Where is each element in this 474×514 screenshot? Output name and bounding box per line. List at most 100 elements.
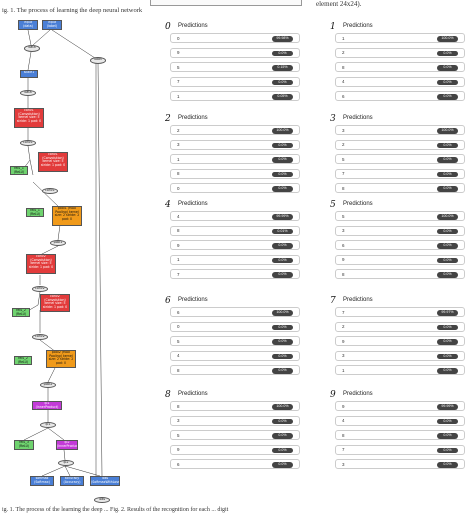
- prediction-label: 5: [342, 156, 345, 162]
- prediction-label: 2: [342, 324, 345, 329]
- prediction-label: 0: [177, 35, 180, 41]
- header-box: [150, 0, 302, 6]
- prediction-label: 0: [177, 324, 180, 329]
- prediction-label: 6: [342, 93, 345, 99]
- prediction-label: 9: [177, 447, 180, 452]
- prediction-label: 4: [342, 418, 345, 423]
- probability-badge: 0.0%: [437, 228, 458, 234]
- probability-badge: 100.0%: [437, 214, 458, 220]
- probability-badge: 0.0%: [437, 142, 458, 148]
- probability-badge: 0.0%: [437, 243, 458, 249]
- probability-badge: 0.0%: [437, 186, 458, 192]
- probability-badge: 0.0%: [272, 186, 293, 192]
- panel-title: Predictions: [178, 115, 208, 121]
- prediction-label: 8: [342, 432, 345, 438]
- input-data-node: Input (data): [18, 20, 38, 30]
- pool2-blob: pool2: [40, 382, 56, 388]
- prediction-label: 5: [177, 338, 180, 344]
- accuracy-node: accuracy (Accuracy): [60, 476, 84, 486]
- prediction-label: 2: [342, 50, 345, 55]
- probability-badge: 0.0%: [437, 353, 458, 359]
- prediction-row: 3 0.0%: [335, 225, 465, 236]
- prediction-label: 9: [342, 403, 345, 409]
- prediction-label: 5: [177, 432, 180, 438]
- probability-badge: 0.01%: [272, 228, 293, 234]
- prediction-label: 8: [177, 171, 180, 176]
- conv1b-node: conv1 (Convolution) kernel size: 5 strid…: [38, 152, 68, 172]
- probability-badge: 0.0%: [272, 418, 293, 424]
- prediction-label: 5: [342, 213, 345, 219]
- prediction-row: 2 100.0%: [170, 125, 300, 135]
- loss-node: loss (SoftmaxWithLoss): [90, 476, 120, 486]
- probability-badge: 100.0%: [272, 310, 293, 316]
- prediction-label: 3: [177, 142, 180, 147]
- prediction-label: 9: [177, 242, 180, 248]
- prediction-label: 3: [342, 228, 345, 233]
- probability-badge: 100.0%: [272, 128, 293, 134]
- panel-title: Predictions: [343, 391, 373, 397]
- prediction-label: 7: [342, 447, 345, 452]
- probability-badge: 0.15%: [272, 65, 293, 71]
- probability-badge: 0.0%: [437, 418, 458, 424]
- label-blob: label: [90, 57, 106, 64]
- probability-badge: 0.0%: [272, 157, 293, 163]
- prediction-label: 8: [342, 185, 345, 191]
- digit-sample: 1: [330, 22, 336, 32]
- digit-sample: 5: [330, 200, 336, 210]
- panel-title: Predictions: [343, 201, 373, 207]
- prediction-label: 6: [177, 461, 180, 467]
- prediction-row: 5 100.0%: [335, 211, 465, 221]
- prediction-label: 8: [177, 367, 180, 373]
- probability-badge: 100.0%: [272, 404, 293, 410]
- probability-badge: 0.05%: [272, 94, 293, 100]
- probability-badge: 0.0%: [272, 171, 293, 177]
- prediction-label: 7: [342, 171, 345, 176]
- probability-badge: 0.0%: [272, 243, 293, 249]
- scale-node: scale1: [20, 70, 38, 78]
- pool1-node: pool1 (MAX Pooling) kernel size: 2 strid…: [52, 206, 82, 226]
- probability-badge: 0.0%: [272, 339, 293, 345]
- probability-badge: 0.0%: [272, 272, 293, 278]
- probability-badge: 0.0%: [272, 257, 293, 263]
- relu1b-node: relu_1 (ReLU): [26, 208, 44, 217]
- prediction-label: 7: [177, 271, 180, 277]
- probability-badge: 99.97%: [437, 310, 458, 316]
- softmax-node: softmax (Softmax): [30, 476, 54, 486]
- prediction-label: 2: [177, 127, 180, 133]
- probability-badge: 0.0%: [437, 157, 458, 163]
- network-edges: [23, 29, 103, 477]
- prediction-label: 4: [177, 213, 180, 219]
- probability-badge: 0.0%: [437, 462, 458, 468]
- ip2-blob: ip2: [58, 460, 74, 466]
- probability-badge: 0.0%: [437, 50, 458, 56]
- probability-badge: 0.0%: [437, 447, 458, 453]
- probability-badge: 0.0%: [437, 324, 458, 330]
- probability-badge: 0.0%: [437, 79, 458, 85]
- probability-badge: 100.0%: [437, 36, 458, 42]
- prediction-label: 1: [342, 367, 345, 373]
